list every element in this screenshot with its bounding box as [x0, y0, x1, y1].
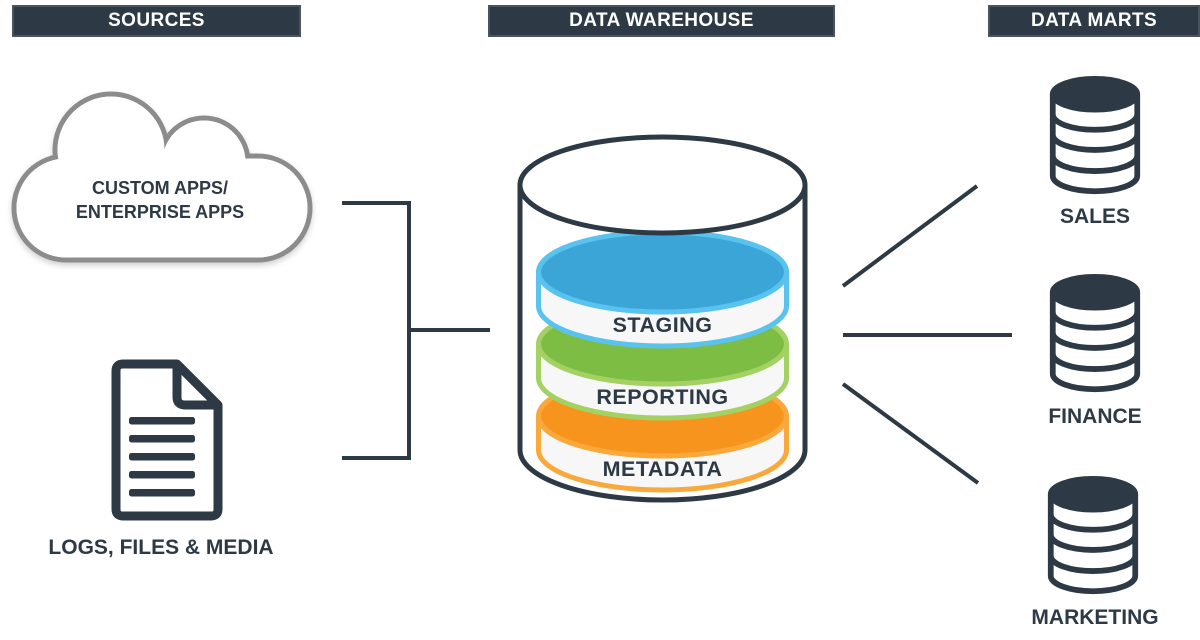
- disk-staging-label: STAGING: [613, 313, 713, 337]
- datamart-finance-label: FINANCE: [1048, 405, 1142, 428]
- warehouse-cylinder: METADATA REPORTING STAGING: [517, 134, 808, 503]
- header-data-marts: DATA MARTS: [988, 5, 1200, 37]
- header-sources: SOURCES: [12, 5, 301, 37]
- connector-warehouse-to-marketing: [841, 382, 980, 485]
- datamart-marketing-label: MARKETING: [1031, 606, 1159, 629]
- document-icon: [111, 359, 223, 521]
- datamart-sales-icon: [1049, 76, 1141, 195]
- datamart-finance-icon: [1049, 274, 1141, 393]
- datamart-sales-label: SALES: [1059, 205, 1130, 228]
- datamart-marketing-icon: [1047, 476, 1139, 595]
- header-data-warehouse: DATA WAREHOUSE: [488, 5, 835, 37]
- warehouse-top-rim: [517, 134, 808, 236]
- cloud-icon: [11, 91, 313, 263]
- disk-staging: STAGING: [536, 229, 789, 349]
- cloud-source-label: CUSTOM APPS/ ENTERPRISE APPS: [75, 178, 245, 222]
- files-source-label: LOGS, FILES & MEDIA: [48, 536, 274, 559]
- disk-reporting-label: REPORTING: [596, 385, 728, 409]
- disk-metadata-label: METADATA: [603, 457, 723, 481]
- connector-warehouse-to-sales: [841, 184, 979, 288]
